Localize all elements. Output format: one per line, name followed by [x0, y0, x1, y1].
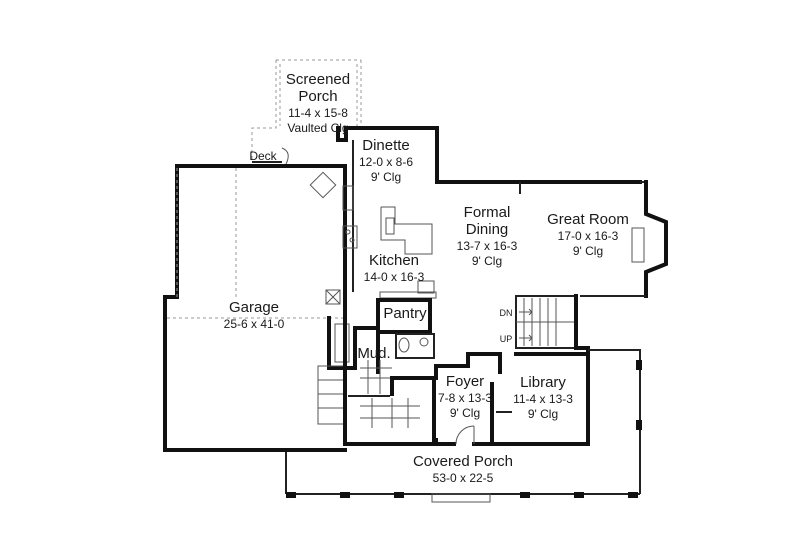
room-detail-covered-porch: 53-0 x 22-5	[433, 471, 494, 485]
room-detail-garage: 25-6 x 41-0	[224, 317, 285, 331]
room-name-library: Library	[520, 374, 566, 391]
room-label-deck: Deck	[249, 149, 277, 163]
room-detail-dinette: 12-0 x 8-6	[359, 155, 413, 169]
garage-house-wall	[325, 140, 354, 320]
fireplace	[631, 180, 668, 298]
room-name-great-room: Great Room	[547, 211, 629, 228]
room-name-garage: Garage	[229, 299, 279, 316]
garage-walls	[163, 164, 347, 452]
room-detail-great-room: 17-0 x 16-3	[558, 229, 619, 243]
mud-walls	[327, 316, 435, 374]
room-name-pantry: Pantry	[383, 305, 427, 322]
room-detail-screened-porch: Vaulted Clg	[287, 121, 348, 135]
room-name-mud: Mud.	[357, 345, 390, 362]
stair-up-label: UP	[500, 334, 513, 344]
room-name-formal-dining: Dining	[466, 221, 509, 238]
room-name-formal-dining: Formal	[464, 204, 511, 221]
room-detail-foyer: 7-8 x 13-3	[438, 391, 492, 405]
great-room-wall	[519, 182, 646, 297]
room-detail-foyer: 9' Clg	[450, 406, 480, 420]
room-name-screened-porch: Porch	[298, 88, 337, 105]
room-name-covered-porch: Covered Porch	[413, 453, 513, 470]
room-detail-library: 11-4 x 13-3	[513, 392, 573, 406]
room-detail-formal-dining: 13-7 x 16-3	[457, 239, 518, 253]
room-name-kitchen: Kitchen	[369, 252, 419, 269]
room-detail-screened-porch: 11-4 x 15-8	[288, 106, 348, 120]
screened-porch-outline	[251, 59, 362, 162]
room-name-deck: Deck	[249, 149, 277, 163]
room-detail-library: 9' Clg	[528, 407, 558, 421]
mud-tile-area	[348, 360, 436, 442]
room-detail-kitchen: 14-0 x 16-3	[364, 270, 425, 284]
pantry-walls	[376, 298, 432, 334]
foyer-walls	[434, 352, 502, 446]
room-name-dinette: Dinette	[362, 137, 410, 154]
library-walls	[490, 294, 590, 446]
room-detail-formal-dining: 9' Clg	[472, 254, 502, 268]
stair-down-label: DN	[500, 308, 513, 318]
garage-entry-steps	[317, 365, 345, 425]
room-label-mud: Mud.	[357, 345, 390, 362]
room-name-foyer: Foyer	[446, 373, 484, 390]
room-detail-dinette: 9' Clg	[371, 170, 401, 184]
covered-porch-outline	[285, 349, 642, 503]
stairs-block	[515, 295, 577, 349]
room-label-pantry: Pantry	[383, 305, 427, 322]
deck-outline	[252, 147, 289, 165]
room-name-screened-porch: Screened	[286, 71, 350, 88]
room-detail-great-room: 9' Clg	[573, 244, 603, 258]
